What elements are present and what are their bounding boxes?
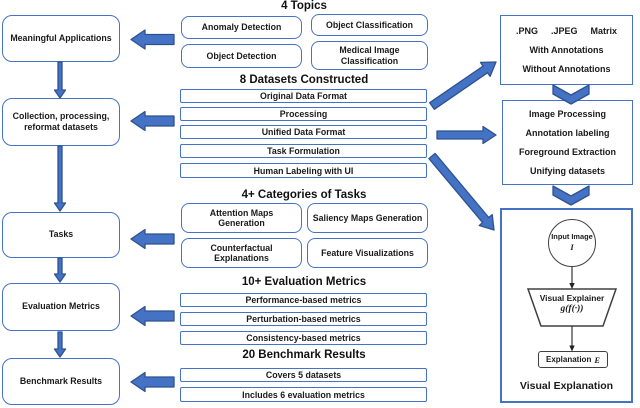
- flow-box-tasks: Tasks: [2, 212, 120, 258]
- row-label: Covers 5 datasets: [265, 370, 342, 380]
- topic-box-anomaly-detection: Anomaly Detection: [181, 16, 302, 39]
- visual-explainer-label: Visual Explainer g(f(·)): [528, 293, 616, 315]
- flow-box-label: Evaluation Metrics: [22, 301, 100, 312]
- task-box-feature-visualizations: Feature Visualizations: [307, 238, 428, 268]
- dataset-row-processing: Processing: [180, 107, 427, 121]
- section-header-tasks: 4+ Categories of Tasks: [241, 189, 367, 201]
- flow-box-benchmark-results: Benchmark Results: [2, 358, 120, 405]
- step-unifying-datasets: Unifying datasets: [529, 165, 605, 176]
- arrow-evaluation-to-benchmark: [53, 331, 67, 358]
- flow-box-collection-processing: Collection, processing, reformat dataset…: [2, 98, 120, 146]
- row-label: Performance-based metrics: [245, 295, 362, 305]
- input-image-node: Input Image I: [548, 219, 596, 267]
- row-label: Unified Data Format: [261, 127, 346, 137]
- flow-box-meaningful-applications: Meaningful Applications: [2, 15, 120, 62]
- benchmark-row-metrics: Includes 6 evaluation metrics: [180, 387, 427, 402]
- arrow-topics-to-applications: [130, 29, 175, 50]
- dataset-row-human-labeling: Human Labeling with UI: [180, 163, 427, 178]
- section-header-topics: 4 Topics: [281, 0, 327, 12]
- topic-label: Medical Image Classification: [339, 45, 400, 66]
- arrow-categories-to-tasks: [130, 228, 175, 250]
- dataset-row-task-formulation: Task Formulation: [180, 144, 427, 158]
- format-png: .PNG: [516, 25, 539, 36]
- step-image-processing: Image Processing: [528, 109, 607, 120]
- dataset-row-original-data-format: Original Data Format: [180, 89, 427, 103]
- topic-box-object-classification: Object Classification: [311, 14, 428, 36]
- section-header-metrics: 10+ Evaluation Metrics: [241, 276, 367, 288]
- row-label: Consistency-based metrics: [246, 333, 361, 343]
- visual-explanation-caption: Visual Explanation: [519, 380, 614, 392]
- topic-label: Object Detection: [206, 50, 277, 61]
- input-image-symbol: I: [570, 242, 574, 253]
- explainer-formula: g(f(·)): [560, 303, 584, 314]
- step-annotation-labeling: Annotation labeling: [525, 128, 610, 139]
- processing-steps-box: Image Processing Annotation labeling For…: [502, 100, 633, 185]
- section-header-datasets: 8 Datasets Constructed: [239, 74, 369, 86]
- format-jpeg: .JPEG: [550, 25, 578, 36]
- step-foreground-extraction: Foreground Extraction: [518, 146, 616, 157]
- chevron-processing-to-pipeline: [552, 185, 590, 206]
- topic-box-medical-image-classification: Medical Image Classification: [311, 41, 428, 70]
- with-annotations-line: With Annotations: [529, 44, 604, 55]
- arrow-stack-to-formats-box: [429, 61, 497, 110]
- arrow-metrics-to-evaluation: [130, 305, 175, 327]
- explanation-label: Explanation: [545, 355, 592, 364]
- flow-box-label: Meaningful Applications: [10, 32, 112, 43]
- topic-box-object-detection: Object Detection: [181, 44, 302, 68]
- row-label: Original Data Format: [259, 91, 347, 101]
- flow-box-label: Benchmark Results: [19, 375, 103, 386]
- flow-box-evaluation-metrics: Evaluation Metrics: [2, 283, 120, 331]
- task-box-counterfactual-explanations: Counterfactual Explanations: [181, 238, 302, 268]
- format-matrix: Matrix: [590, 25, 617, 36]
- metric-row-perturbation: Perturbation-based metrics: [180, 312, 427, 326]
- arrow-datasets-to-collection: [130, 110, 175, 132]
- input-image-label: Input Image: [551, 232, 593, 242]
- flow-box-label: Collection, processing, reformat dataset…: [12, 110, 110, 132]
- explanation-symbol: E: [594, 354, 600, 365]
- task-box-attention-maps: Attention Maps Generation: [181, 203, 302, 233]
- row-label: Processing: [279, 109, 328, 119]
- task-label: Feature Visualizations: [321, 247, 414, 258]
- arrow-collection-to-tasks: [53, 145, 67, 212]
- dataset-row-unified-data-format: Unified Data Format: [180, 125, 427, 139]
- arrow-tasks-to-evaluation: [53, 257, 67, 283]
- format-types-line: .PNG .JPEG Matrix: [501, 26, 632, 36]
- row-label: Human Labeling with UI: [253, 165, 354, 176]
- arrow-stack-to-pipeline-box: [428, 152, 495, 231]
- task-box-saliency-maps: Saliency Maps Generation: [307, 203, 428, 233]
- row-label: Perturbation-based metrics: [246, 314, 361, 324]
- explanation-output-node: Explanation E: [538, 351, 608, 368]
- topic-label: Object Classification: [325, 19, 413, 30]
- task-label: Attention Maps Generation: [209, 207, 274, 228]
- metric-row-consistency: Consistency-based metrics: [180, 331, 427, 345]
- task-label: Saliency Maps Generation: [312, 212, 423, 223]
- topic-label: Anomaly Detection: [201, 22, 282, 33]
- section-header-benchmarks: 20 Benchmark Results: [242, 349, 366, 361]
- arrow-applications-to-collection: [53, 61, 67, 99]
- arrow-stack-to-processing-box: [436, 125, 497, 145]
- arrow-results-to-benchmark: [130, 371, 175, 393]
- without-annotations-line: Without Annotations: [522, 64, 611, 75]
- task-label: Counterfactual Explanations: [210, 242, 273, 263]
- flow-box-label: Tasks: [48, 229, 74, 240]
- data-formats-box: .PNG .JPEG Matrix With Annotations Witho…: [500, 15, 633, 85]
- row-label: Includes 6 evaluation metrics: [242, 389, 365, 400]
- explainer-title: Visual Explainer: [539, 293, 605, 303]
- row-label: Task Formulation: [267, 146, 340, 156]
- benchmark-row-datasets: Covers 5 datasets: [180, 368, 427, 382]
- metric-row-performance: Performance-based metrics: [180, 293, 427, 307]
